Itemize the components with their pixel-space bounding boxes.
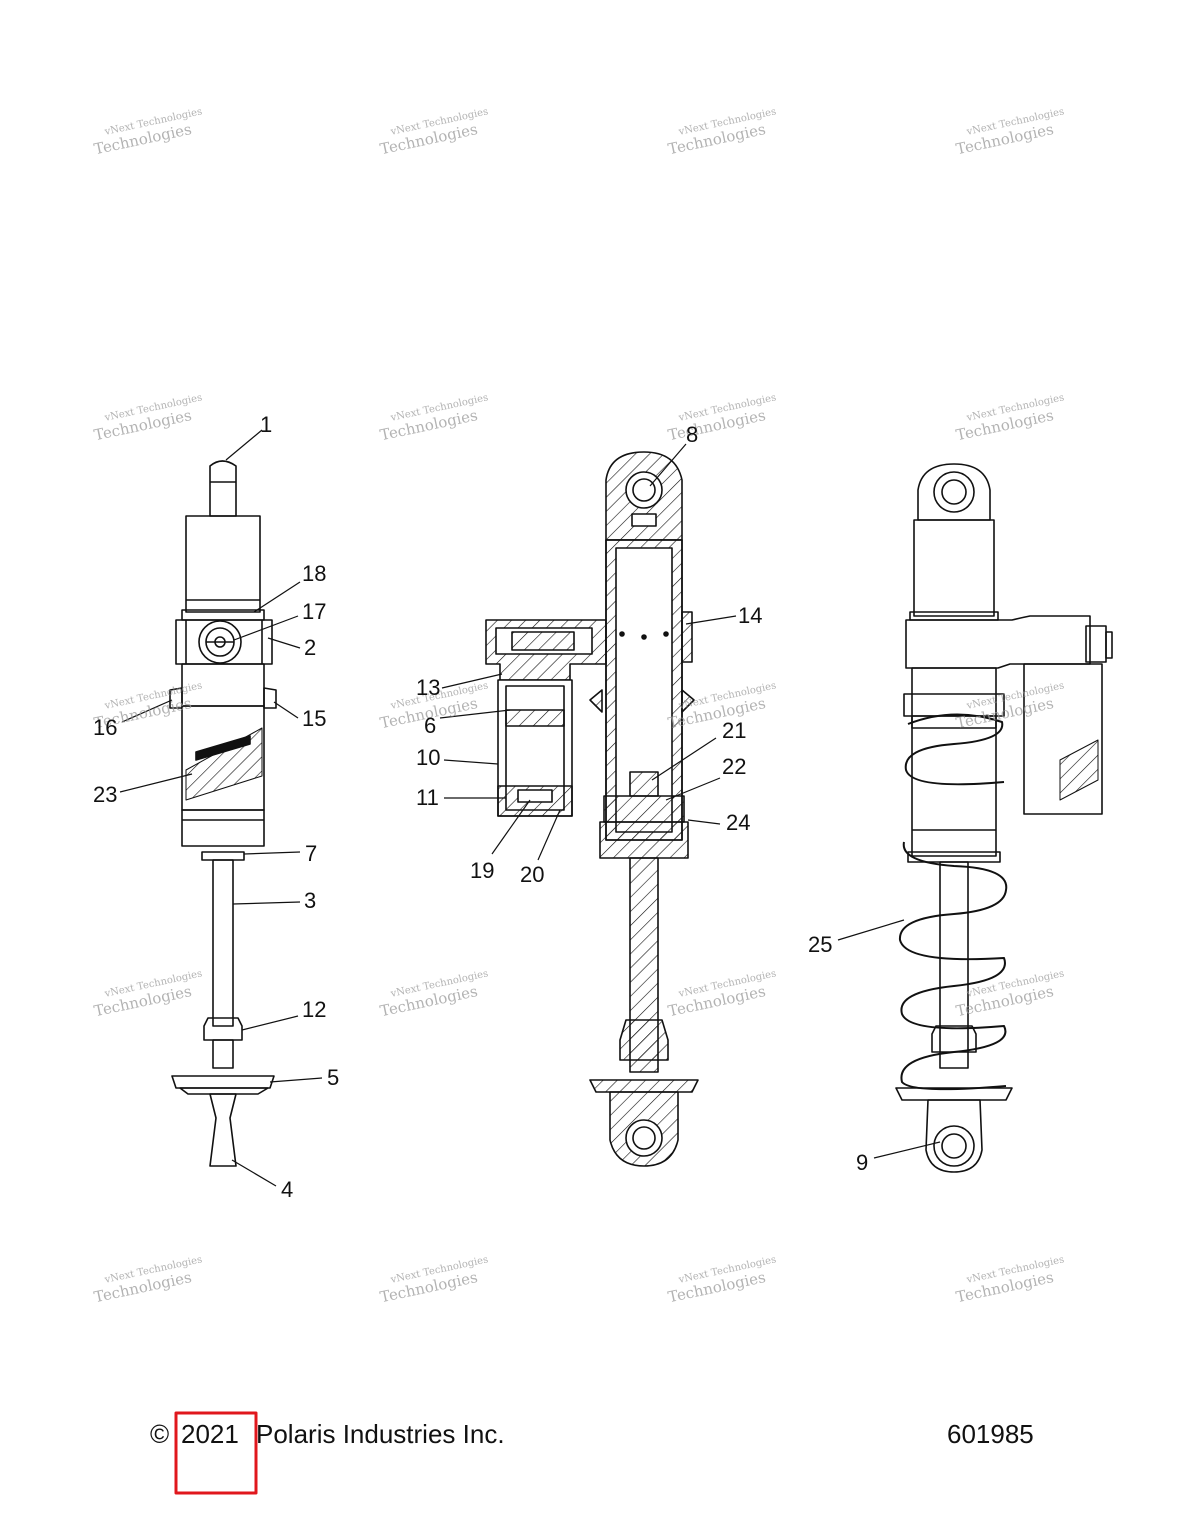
callout-22: 22 xyxy=(722,754,747,779)
company-name: Polaris Industries Inc. xyxy=(256,1419,505,1449)
callout-4: 4 xyxy=(281,1177,294,1202)
callout-21: 21 xyxy=(722,718,747,743)
copyright-year: 2021 xyxy=(181,1419,239,1449)
callout-9: 9 xyxy=(856,1150,869,1175)
callout-6: 6 xyxy=(424,713,437,738)
callout-12: 12 xyxy=(302,997,327,1022)
callout-17: 17 xyxy=(302,599,327,624)
center-shock-section xyxy=(485,451,699,1167)
callout-16: 16 xyxy=(93,715,118,740)
callout-23: 23 xyxy=(93,782,118,807)
callout-15: 15 xyxy=(302,706,327,731)
callout-19: 19 xyxy=(470,858,495,883)
callout-18: 18 xyxy=(302,561,327,586)
left-shock xyxy=(169,460,277,1167)
callout-5: 5 xyxy=(327,1065,340,1090)
callout-3: 3 xyxy=(304,888,317,913)
callout-7: 7 xyxy=(305,841,318,866)
callout-2: 2 xyxy=(304,635,317,660)
callout-10: 10 xyxy=(416,745,441,770)
callout-13: 13 xyxy=(416,675,441,700)
drawing-number: 601985 xyxy=(947,1419,1034,1449)
right-shock-assembled xyxy=(895,463,1113,1173)
copyright-symbol: © xyxy=(150,1419,170,1449)
leader-lines xyxy=(119,429,941,1187)
callout-1: 1 xyxy=(260,412,273,437)
callout-20: 20 xyxy=(520,862,545,887)
callout-24: 24 xyxy=(726,810,751,835)
callout-14: 14 xyxy=(738,603,763,628)
highlight-box xyxy=(174,1411,258,1495)
callout-8: 8 xyxy=(686,422,699,447)
callout-11: 11 xyxy=(416,785,439,810)
callout-25: 25 xyxy=(808,932,833,957)
